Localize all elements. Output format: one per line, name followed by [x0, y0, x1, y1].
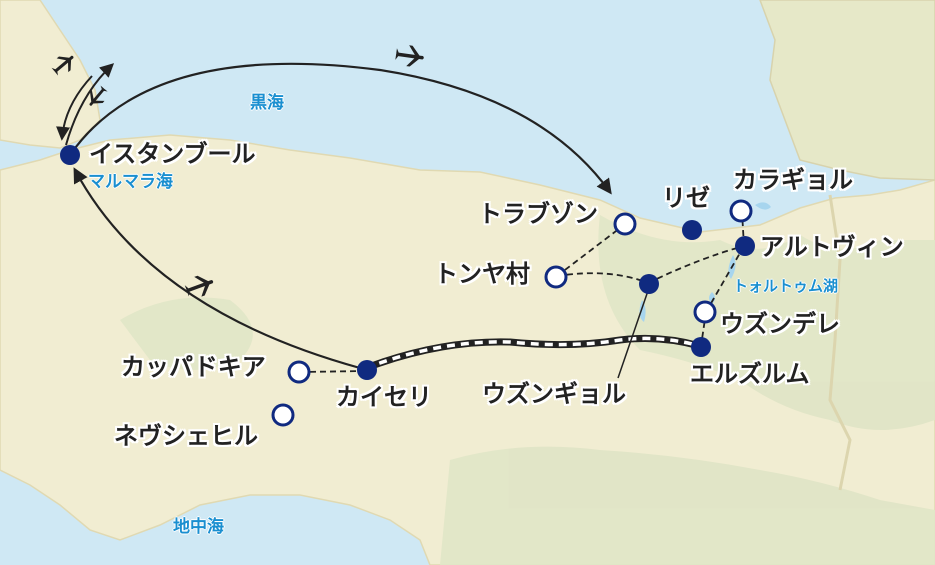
uzungol-leader-line [617, 284, 651, 379]
marker-uzundere [693, 300, 717, 324]
marker-istanbul [60, 145, 80, 165]
label-rize: リゼ [662, 184, 710, 212]
label-karagol: カラギョル [733, 166, 853, 194]
flight-route-international-in [56, 75, 93, 141]
label-mediterranean: 地中海 [173, 517, 224, 537]
label-black-sea: 黒海 [250, 93, 284, 113]
marker-nevsehir [271, 403, 295, 427]
label-nevsehir: ネヴシェヒル [114, 422, 258, 450]
marker-uzungol [639, 274, 659, 294]
mountain-shading [120, 215, 935, 565]
label-marmara-sea: マルマラ海 [88, 172, 173, 192]
marker-altuvin [735, 236, 755, 256]
label-kayseri: カイセリ [336, 383, 432, 411]
label-lake-tortum: トォルトゥム湖 [733, 277, 839, 295]
label-tonya: トンヤ村 [434, 260, 530, 288]
label-altuvin: アルトヴィン [760, 233, 904, 261]
marker-trabzon [613, 212, 637, 236]
marker-erzurum [691, 337, 711, 357]
marker-karagol [729, 199, 753, 223]
border-line [828, 194, 852, 491]
lakes [639, 202, 771, 322]
label-cappadocia: カッパドキア [121, 353, 266, 381]
label-erzurum: エルズルム [690, 360, 810, 388]
marker-rize [682, 220, 702, 240]
label-uzundere: ウズンデレ [720, 310, 840, 338]
open-cities [271, 199, 753, 427]
label-istanbul: イスタンブール [89, 140, 256, 168]
marker-tonya [544, 265, 568, 289]
label-trabzon: トラブゾン [478, 200, 598, 228]
flight-route-kayseri-istanbul [73, 167, 361, 370]
flight-route-istanbul-trabzon [69, 62, 612, 195]
visited-cities [60, 145, 755, 380]
label-uzungol: ウズンギョル [482, 380, 626, 408]
marker-cappadocia [287, 360, 311, 384]
land-caucasus [759, 0, 935, 181]
marker-kayseri [357, 360, 377, 380]
